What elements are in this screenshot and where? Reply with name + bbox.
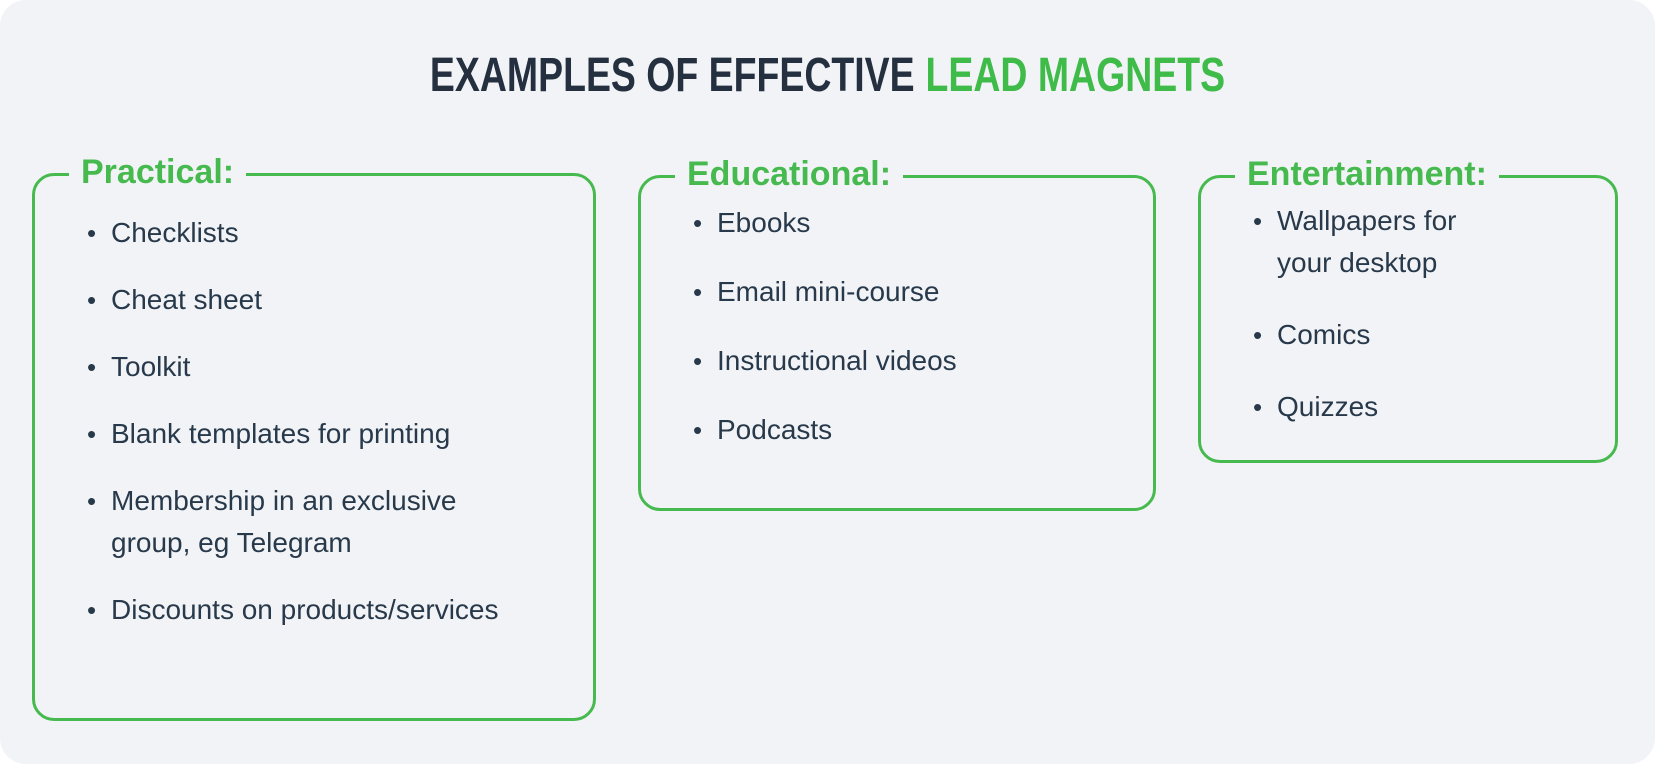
list-item: • Membership in an exclusive group, eg T…	[87, 480, 569, 564]
bullet-icon: •	[693, 415, 703, 445]
bullet-icon: •	[693, 346, 703, 376]
list-item: • Checklists	[87, 212, 569, 254]
list-item-text: Wallpapers for your desktop	[1277, 205, 1457, 278]
list-item: • Toolkit	[87, 346, 569, 388]
list-item-text: Membership in an exclusive group, eg Tel…	[111, 485, 457, 558]
list-item-text: Discounts on products/services	[111, 594, 499, 625]
list-item: • Quizzes	[1253, 386, 1591, 428]
list-item: • Instructional videos	[693, 340, 1129, 382]
list-item-text: Instructional videos	[717, 345, 957, 376]
category-list-educational: • Ebooks • Email mini-course • Instructi…	[641, 178, 1153, 451]
list-item-text: Ebooks	[717, 207, 811, 238]
bullet-icon: •	[1253, 206, 1263, 236]
list-item-text: Quizzes	[1277, 391, 1379, 422]
bullet-icon: •	[693, 208, 703, 238]
category-box-educational: Educational: • Ebooks • Email mini-cours…	[638, 152, 1156, 511]
list-item: • Podcasts	[693, 409, 1129, 451]
list-item: • Cheat sheet	[87, 279, 569, 321]
bullet-icon: •	[1253, 392, 1263, 422]
list-item-text: Toolkit	[111, 351, 191, 382]
list-item: • Ebooks	[693, 202, 1129, 244]
list-item-text: Podcasts	[717, 414, 833, 445]
bullet-icon: •	[87, 352, 97, 382]
category-box-entertainment: Entertainment: • Wallpapers for your des…	[1198, 152, 1618, 463]
category-list-entertainment: • Wallpapers for your desktop • Comics •…	[1201, 178, 1615, 428]
category-label-entertainment: Entertainment:	[1235, 152, 1499, 196]
category-box-practical: Practical: • Checklists • Cheat sheet • …	[32, 150, 596, 721]
bullet-icon: •	[693, 277, 703, 307]
list-item-text: Checklists	[111, 217, 239, 248]
title-highlight-text: LEAD MAGNETS	[925, 49, 1226, 102]
list-item: • Blank templates for printing	[87, 413, 569, 455]
bullet-icon: •	[1253, 320, 1263, 350]
bullet-icon: •	[87, 486, 97, 516]
bullet-icon: •	[87, 285, 97, 315]
list-item: • Discounts on products/services	[87, 589, 569, 631]
list-item-text: Cheat sheet	[111, 284, 262, 315]
category-label-educational: Educational:	[675, 152, 904, 196]
list-item: • Comics	[1253, 314, 1591, 356]
list-item-text: Comics	[1277, 319, 1371, 350]
category-label-practical: Practical:	[69, 150, 247, 194]
category-list-practical: • Checklists • Cheat sheet • Toolkit • B…	[35, 176, 593, 631]
list-item: • Wallpapers for your desktop	[1253, 200, 1591, 284]
list-item-text: Blank templates for printing	[111, 418, 451, 449]
title-dark-text: EXAMPLES OF EFFECTIVE	[429, 49, 915, 102]
list-item-text: Email mini-course	[717, 276, 940, 307]
bullet-icon: •	[87, 419, 97, 449]
bullet-icon: •	[87, 218, 97, 248]
list-item: • Email mini-course	[693, 271, 1129, 313]
bullet-icon: •	[87, 595, 97, 625]
